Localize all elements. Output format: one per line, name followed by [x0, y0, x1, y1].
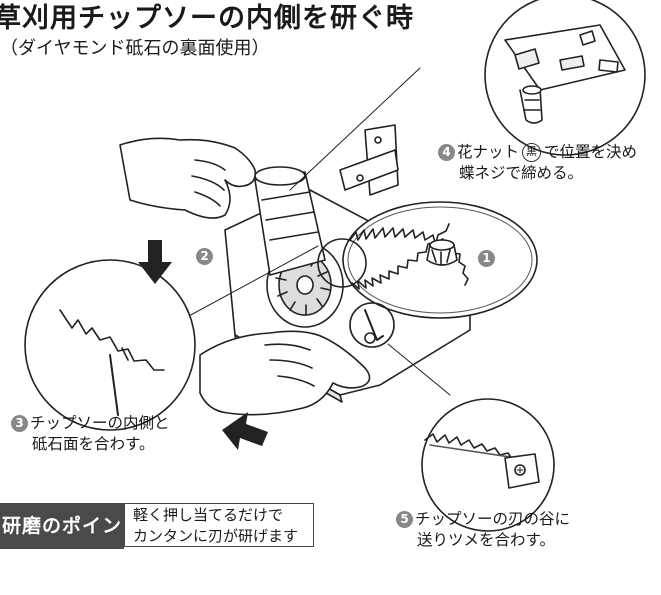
black-mark-icon: 黒 [522, 143, 542, 162]
page-title: 草刈用チップソーの内側を研ぐ時 [0, 3, 414, 34]
marker-4: 4 [438, 144, 455, 161]
flower-nut [426, 239, 458, 266]
zoom-circle-small-2 [349, 302, 395, 348]
caption-step4-line1-after: で位置を決め [544, 143, 638, 161]
bottom-hand [199, 330, 371, 416]
caption-step5-line1: チップソーの刃の谷に [415, 510, 571, 528]
top-hand [119, 137, 257, 219]
inset-feed-claw-detail [421, 398, 555, 532]
tip-line1: 軽く押し当てるだけで [133, 506, 284, 524]
marker-5: 5 [396, 511, 413, 528]
tip-text: 軽く押し当てるだけで カンタンに刃が研げます [124, 503, 314, 547]
marker-2: 2 [196, 248, 213, 265]
push-arrow [222, 412, 268, 450]
tip-badge: 研磨のポイント [0, 503, 124, 583]
tip-line2: カンタンに刃が研げます [133, 527, 299, 545]
inset-nut-detail [484, 0, 646, 156]
marker-1: 1 [478, 250, 495, 267]
inset-inner-side-detail [24, 259, 196, 431]
page-subtitle: （ダイヤモンド砥石の裏面使用） [0, 38, 270, 59]
illustration [24, 0, 646, 532]
caption-step5-line2: 送りツメを合わす。 [417, 531, 555, 549]
caption-step4-line2: 蝶ネジで締める。 [459, 164, 584, 182]
motor-housing [254, 166, 326, 276]
zoom-circle-small-1 [317, 238, 367, 288]
caption-step3-line1: チップソーの内側と [30, 414, 170, 432]
caption-step3-line2: 砥石面を合わす。 [32, 435, 155, 453]
down-arrow [138, 240, 172, 284]
marker-3: 3 [11, 415, 28, 432]
caption-step4-line1: 花ナット [457, 143, 520, 161]
